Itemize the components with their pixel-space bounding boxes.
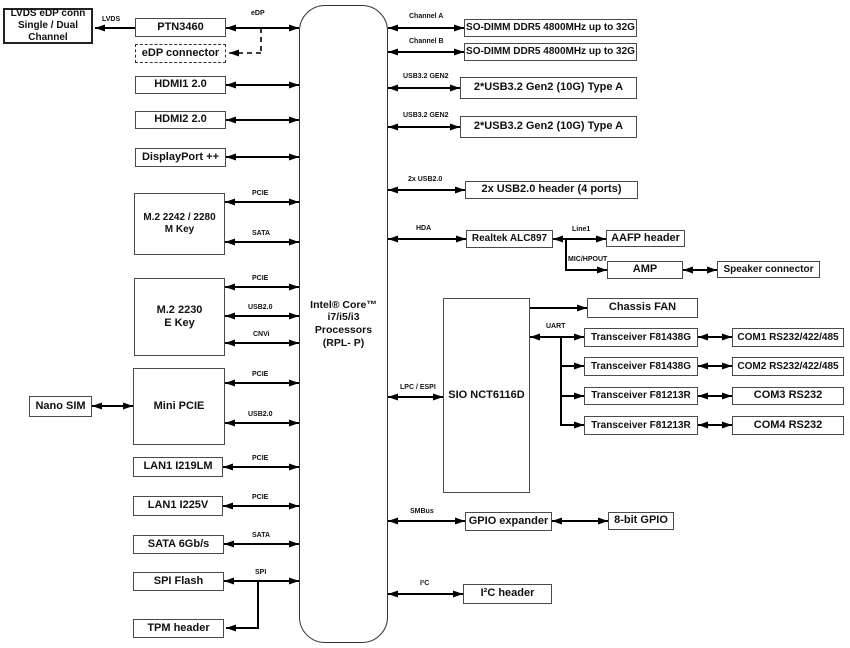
box-tpm-header: TPM header <box>133 619 224 638</box>
box-m2-mkey: M.2 2242 / 2280 M Key <box>134 193 225 255</box>
bus-label-usb20-2x: 2x USB2.0 <box>408 176 443 183</box>
bus-label-usb32-gen2-b: USB3.2 GEN2 <box>403 112 449 119</box>
bus-label-line1: Line1 <box>572 226 591 233</box>
box-usb32-2: 2*USB3.2 Gen2 (10G) Type A <box>460 116 637 138</box>
box-transceiver2: Transceiver F81438G <box>584 357 698 376</box>
box-m2-ekey: M.2 2230 E Key <box>134 278 225 356</box>
bus-label-channel-b: Channel B <box>409 38 444 45</box>
box-chassis-fan: Chassis FAN <box>587 298 698 318</box>
box-aafp-header: AAFP header <box>606 230 685 247</box>
box-hdmi2: HDMI2 2.0 <box>135 111 226 129</box>
bus-label-hda: HDA <box>416 225 432 232</box>
box-sodimm-a: SO-DIMM DDR5 4800MHz up to 32G <box>464 19 637 37</box>
box-amp: AMP <box>607 261 683 279</box>
bus-label-pcie-m2m: PCIE <box>252 190 269 197</box>
bus-lines-left <box>92 24 299 632</box>
box-mini-pcie: Mini PCIE <box>133 368 225 445</box>
bus-label-i2c: I²C <box>420 580 430 587</box>
box-gpio-expander: GPIO expander <box>465 512 552 531</box>
bus-label-sata-m2m: SATA <box>252 230 271 237</box>
bus-label-spi: SPI <box>255 569 267 576</box>
box-transceiver4: Transceiver F81213R <box>584 416 698 435</box>
box-displayport: DisplayPort ++ <box>135 148 226 167</box>
bus-label-lpc-espi: LPC / ESPI <box>400 384 436 391</box>
box-i2c-header: I²C header <box>463 584 552 604</box>
box-sodimm-b: SO-DIMM DDR5 4800MHz up to 32G <box>464 43 637 61</box>
box-sata-6gb: SATA 6Gb/s <box>133 535 224 554</box>
box-usb32-1: 2*USB3.2 Gen2 (10G) Type A <box>460 77 637 99</box>
box-alc897: Realtek ALC897 <box>466 230 553 248</box>
box-transceiver1: Transceiver F81438G <box>584 328 698 347</box>
bus-label-pcie-minipcie: PCIE <box>252 371 269 378</box>
bus-label-pcie-lan219: PCIE <box>252 455 269 462</box>
box-usb20-header: 2x USB2.0 header (4 ports) <box>465 181 638 199</box>
box-speaker-connector: Speaker connector <box>717 261 820 278</box>
bus-label-uart: UART <box>546 323 566 330</box>
box-com4: COM4 RS232 <box>732 416 844 435</box>
box-lan1-i225v: LAN1 I225V <box>133 496 223 516</box>
bus-label-usb32-gen2-a: USB3.2 GEN2 <box>403 73 449 80</box>
box-com2: COM2 RS232/422/485 <box>732 357 844 376</box>
bus-label-pcie-lan225: PCIE <box>252 494 269 501</box>
bus-label-channel-a: Channel A <box>409 13 444 20</box>
box-edp-connector: eDP connector <box>135 44 226 63</box>
bus-label-mic-hpout: MIC/HPOUT <box>568 256 608 263</box>
box-8bit-gpio: 8-bit GPIO <box>608 512 674 530</box>
bus-label-edp: eDP <box>251 10 265 17</box>
box-lan1-i219lm: LAN1 I219LM <box>133 457 223 477</box>
bus-label-smbus: SMBus <box>410 508 434 515</box>
box-ptn3460: PTN3460 <box>135 18 226 37</box>
box-sio: SIO NCT6116D <box>443 298 530 493</box>
box-lvds-edp-conn: LVDS eDP conn Single / Dual Channel <box>3 8 93 44</box>
bus-label-sata-sata6: SATA <box>252 532 271 539</box>
cpu-block: Intel® Core™ i7/i5/i3 Processors (RPL- P… <box>299 5 388 643</box>
bus-label-usb20-minipcie: USB2.0 <box>248 411 273 418</box>
box-spi-flash: SPI Flash <box>133 572 224 591</box>
bus-label-pcie-m2e: PCIE <box>252 275 269 282</box>
box-nano-sim: Nano SIM <box>29 396 92 417</box>
box-hdmi1: HDMI1 2.0 <box>135 76 226 94</box>
bus-label-cnvi: CNVi <box>253 331 270 338</box>
box-com3: COM3 RS232 <box>732 387 844 405</box>
bus-label-usb20-m2e: USB2.0 <box>248 304 273 311</box>
bus-lines-right <box>388 24 732 598</box>
box-com1: COM1 RS232/422/485 <box>732 328 844 347</box>
bus-label-lvds: LVDS <box>102 16 121 23</box>
box-transceiver3: Transceiver F81213R <box>584 387 698 405</box>
